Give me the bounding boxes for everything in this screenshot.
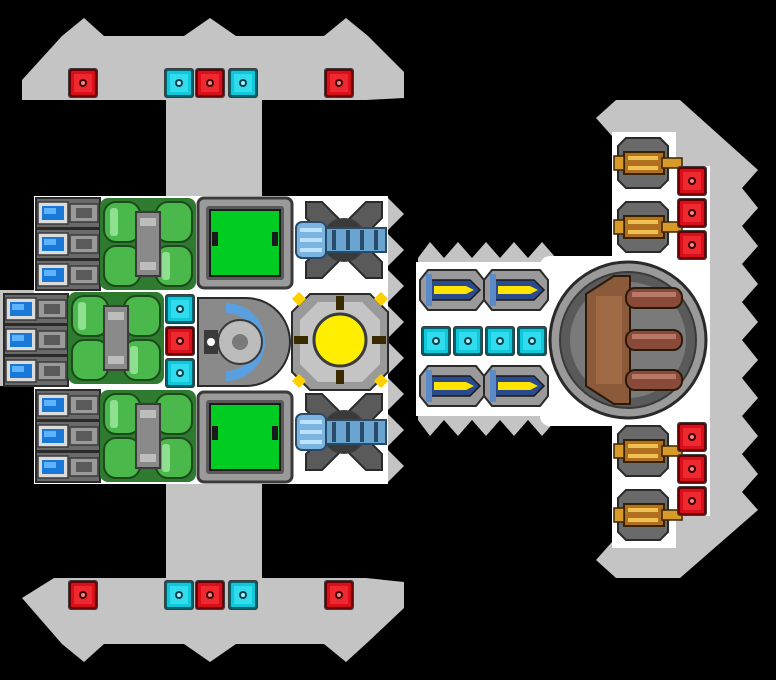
- red-block: [676, 453, 708, 485]
- cyan-block: [227, 67, 259, 99]
- red-block: [194, 67, 226, 99]
- red-block: [67, 67, 99, 99]
- triple-barrel-cannon: [548, 260, 708, 420]
- thruster: [35, 451, 101, 483]
- thruster: [35, 228, 101, 260]
- cyan-block: [164, 293, 196, 325]
- missile-pod: [419, 269, 485, 311]
- thruster: [3, 355, 69, 387]
- red-block: [323, 67, 355, 99]
- green-tank: [67, 291, 165, 385]
- cyan-block: [484, 325, 516, 357]
- red-block: [67, 579, 99, 611]
- thruster: [35, 420, 101, 452]
- red-block: [164, 325, 196, 357]
- cyan-block: [227, 579, 259, 611]
- thruster: [35, 197, 101, 229]
- red-block: [676, 485, 708, 517]
- core-block-column: [164, 293, 196, 389]
- cyan-block: [452, 325, 484, 357]
- right-block-column-top: [676, 165, 708, 261]
- cyan-block: [163, 67, 195, 99]
- red-block: [194, 579, 226, 611]
- missile-pod: [483, 269, 549, 311]
- green-tank: [99, 197, 197, 291]
- cyan-block: [163, 579, 195, 611]
- thruster: [35, 259, 101, 291]
- reactor-core: [291, 291, 389, 391]
- red-block: [323, 579, 355, 611]
- red-block: [676, 421, 708, 453]
- cyan-block: [420, 325, 452, 357]
- red-block: [676, 165, 708, 197]
- red-block: [676, 229, 708, 261]
- thruster: [35, 389, 101, 421]
- thruster: [3, 293, 69, 325]
- cyan-block: [516, 325, 548, 357]
- screen-module-bottom: [196, 390, 294, 484]
- missile-pod: [483, 365, 549, 407]
- green-tank: [99, 389, 197, 483]
- thruster: [3, 324, 69, 356]
- red-block: [676, 197, 708, 229]
- missile-pod: [419, 365, 485, 407]
- screen-module-top: [196, 196, 294, 290]
- cyan-block: [164, 357, 196, 389]
- right-block-column-bottom: [676, 421, 708, 517]
- shield-emitter: [197, 297, 291, 387]
